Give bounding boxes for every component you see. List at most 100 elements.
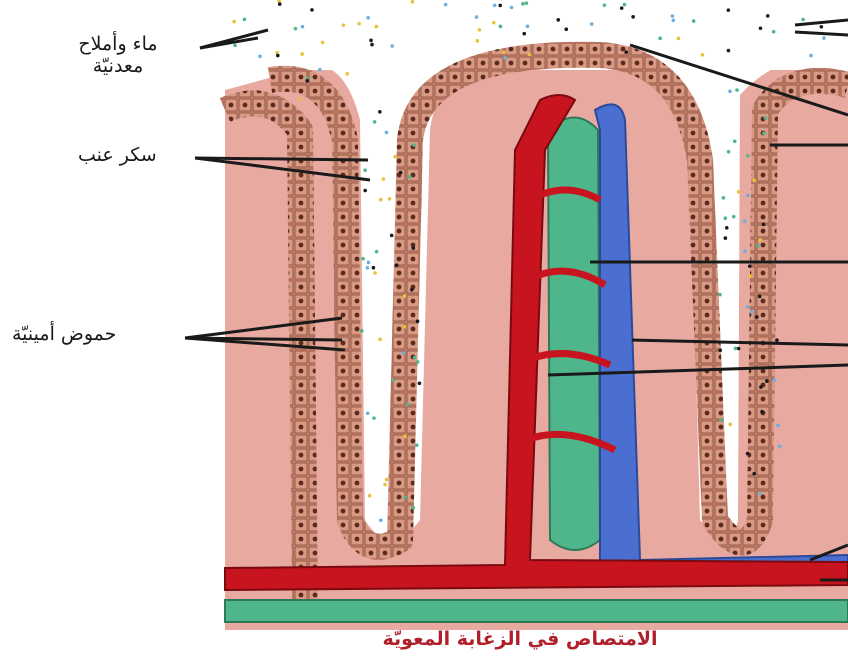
nutrient-particle: [521, 2, 525, 6]
nutrient-particle: [631, 15, 635, 19]
nutrient-particle: [305, 79, 309, 83]
label-water-minerals: ماء وأملاح معدنيّة: [58, 34, 178, 78]
nutrient-particle: [402, 351, 406, 355]
nutrient-particle: [375, 250, 379, 254]
nutrient-particle: [502, 51, 506, 55]
nutrient-particle: [746, 194, 750, 198]
nutrient-particle: [232, 20, 236, 24]
nutrient-particle: [772, 30, 776, 34]
nutrient-particle: [403, 294, 407, 298]
nutrient-particle: [399, 171, 403, 175]
nutrient-particle: [233, 44, 237, 48]
nutrient-particle: [403, 496, 407, 500]
nutrient-particle: [764, 116, 768, 120]
nutrient-particle: [498, 4, 502, 8]
nutrient-particle: [718, 293, 722, 297]
nutrient-particle: [298, 97, 302, 101]
lacteal-vessel: [548, 118, 600, 551]
nutrient-particle: [692, 19, 696, 23]
nutrient-particle: [373, 271, 377, 275]
nutrient-particle: [300, 52, 304, 56]
nutrient-particle: [762, 132, 766, 136]
nutrient-particle: [759, 26, 763, 30]
nutrient-particle: [620, 6, 624, 10]
nutrient-particle: [701, 53, 705, 57]
nutrient-particle: [758, 492, 762, 496]
nutrient-particle: [301, 25, 305, 29]
nutrient-particle: [556, 18, 560, 22]
nutrient-particle: [412, 143, 416, 147]
nutrient-particle: [367, 261, 371, 265]
nutrient-particle: [345, 72, 349, 76]
nutrient-particle: [416, 360, 420, 364]
nutrient-particle: [728, 423, 732, 427]
nutrient-particle: [411, 246, 415, 250]
nutrient-particle: [746, 305, 750, 309]
nutrient-particle: [413, 356, 417, 360]
nutrient-particle: [735, 88, 739, 92]
nutrient-particle: [310, 8, 314, 12]
nutrient-particle: [564, 27, 568, 31]
nutrient-particle: [385, 131, 389, 135]
diagram-caption: الامتصاص في الزغابة المعويّة: [330, 628, 710, 658]
nutrient-particle: [372, 416, 376, 420]
nutrient-particle: [820, 25, 824, 29]
nutrient-particle: [752, 472, 756, 476]
nutrient-particle: [750, 310, 754, 314]
nutrient-particle: [318, 68, 322, 72]
nutrient-particle: [444, 3, 448, 7]
nutrient-particle: [372, 266, 376, 270]
nutrient-particle: [743, 219, 747, 223]
nutrient-particle: [526, 25, 530, 29]
nutrient-particle: [243, 18, 247, 22]
nutrient-particle: [724, 236, 728, 240]
nutrient-particle: [766, 14, 770, 18]
nutrient-particle: [278, 2, 282, 6]
nutrient-particle: [342, 23, 346, 27]
nutrient-particle: [624, 50, 628, 54]
nutrient-particle: [395, 263, 399, 267]
nutrient-particle: [391, 379, 395, 383]
nutrient-particle: [727, 150, 731, 154]
nutrient-particle: [677, 37, 681, 41]
nutrient-particle: [723, 216, 727, 220]
nutrient-particle: [725, 226, 729, 230]
nutrient-particle: [360, 329, 364, 333]
nutrient-particle: [765, 379, 769, 383]
nutrient-particle: [801, 18, 805, 22]
nutrient-particle: [732, 215, 736, 219]
nutrient-particle: [510, 6, 514, 10]
nutrient-particle: [357, 22, 361, 26]
nutrient-particle: [379, 198, 383, 202]
nutrient-particle: [408, 175, 412, 179]
nutrient-particle: [743, 249, 747, 253]
nutrient-particle: [369, 39, 373, 43]
nutrient-particle: [756, 244, 760, 248]
nutrient-particle: [728, 89, 732, 93]
nutrient-particle: [416, 319, 420, 323]
nutrient-particle: [525, 1, 529, 5]
nutrient-particle: [373, 120, 377, 124]
nutrient-particle: [361, 257, 365, 261]
nutrient-particle: [379, 518, 383, 522]
nutrient-particle: [388, 197, 392, 201]
nutrient-particle: [759, 238, 763, 242]
nutrient-particle: [822, 36, 826, 40]
nutrient-particle: [503, 56, 507, 60]
label-water-minerals-line1: ماء وأملاح: [58, 34, 178, 56]
nutrient-particle: [390, 44, 394, 48]
nutrient-particle: [363, 189, 367, 193]
lymph-band: [225, 600, 848, 622]
nutrient-particle: [403, 435, 407, 439]
nutrient-particle: [722, 196, 726, 200]
nutrient-particle: [718, 348, 722, 352]
nutrient-particle: [390, 234, 394, 238]
label-amino-acids: حموض أمينيّة: [12, 324, 116, 346]
nutrient-particle: [809, 54, 813, 58]
nutrient-particle: [590, 22, 594, 26]
nutrient-particle: [623, 3, 627, 7]
nutrient-particle: [276, 54, 280, 58]
nutrient-particle: [776, 424, 780, 428]
nutrient-particle: [382, 177, 386, 181]
